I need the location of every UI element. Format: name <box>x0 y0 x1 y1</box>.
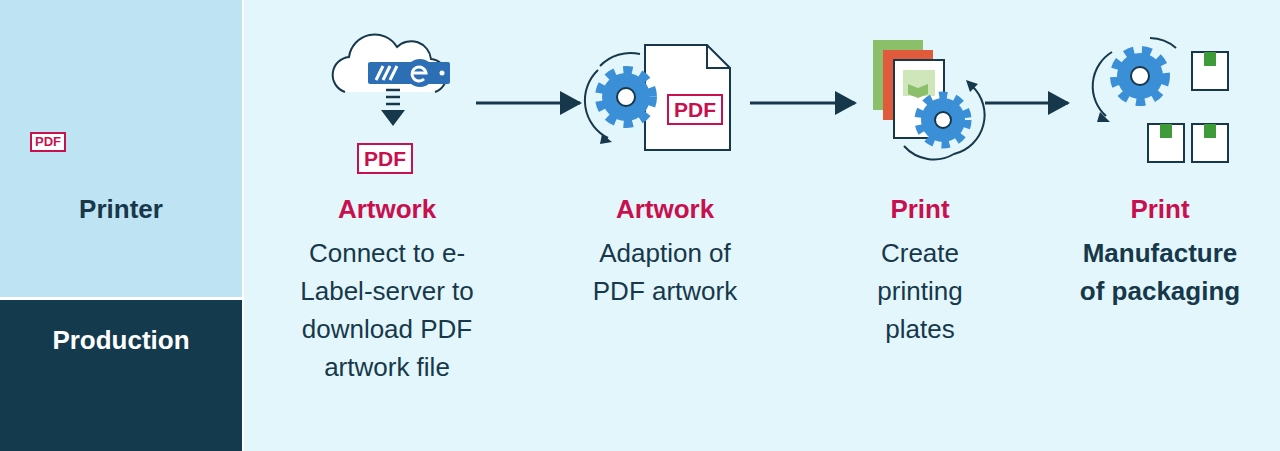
step-heading: Artwork <box>580 190 750 228</box>
flow-arrow <box>985 102 1068 105</box>
flow-arrow <box>750 102 855 105</box>
step-description: Adaption of PDF artwork <box>580 234 750 310</box>
gear <box>600 71 652 123</box>
step-heading: Print <box>855 190 985 228</box>
step-heading: Print <box>1068 190 1252 228</box>
packaging-icon <box>1093 38 1228 162</box>
step-heading: Printer <box>0 190 242 228</box>
flow-arrow <box>476 102 580 105</box>
boxes <box>1148 52 1228 162</box>
step-heading: Production <box>0 321 242 359</box>
printing-plates-icon <box>873 40 985 159</box>
step-description: Connect to e-Label-server to download PD… <box>298 234 476 386</box>
step-heading: Artwork <box>298 190 476 228</box>
file-type-tag: PDF <box>667 94 723 125</box>
gear <box>919 96 967 144</box>
step-description: Create printing plates <box>855 234 985 348</box>
adapt-artwork-icon <box>585 45 730 150</box>
cloud-download-icon <box>333 34 450 126</box>
gear <box>1115 51 1165 101</box>
file-type-tag: PDF <box>357 143 413 174</box>
lane-header: Production <box>0 300 242 451</box>
file-type-tag: PDF <box>30 132 66 152</box>
process-step: ArtworkAdaption of PDF artwork <box>580 40 750 310</box>
process-step: PrintCreate printing plates <box>855 40 985 348</box>
step-description: Manufacture of packaging <box>1068 234 1252 310</box>
process-step: ArtworkConnect to e-Label-server to down… <box>298 40 476 386</box>
process-step: PrintManufacture of packaging <box>1068 40 1252 310</box>
main-panel <box>244 0 1280 451</box>
